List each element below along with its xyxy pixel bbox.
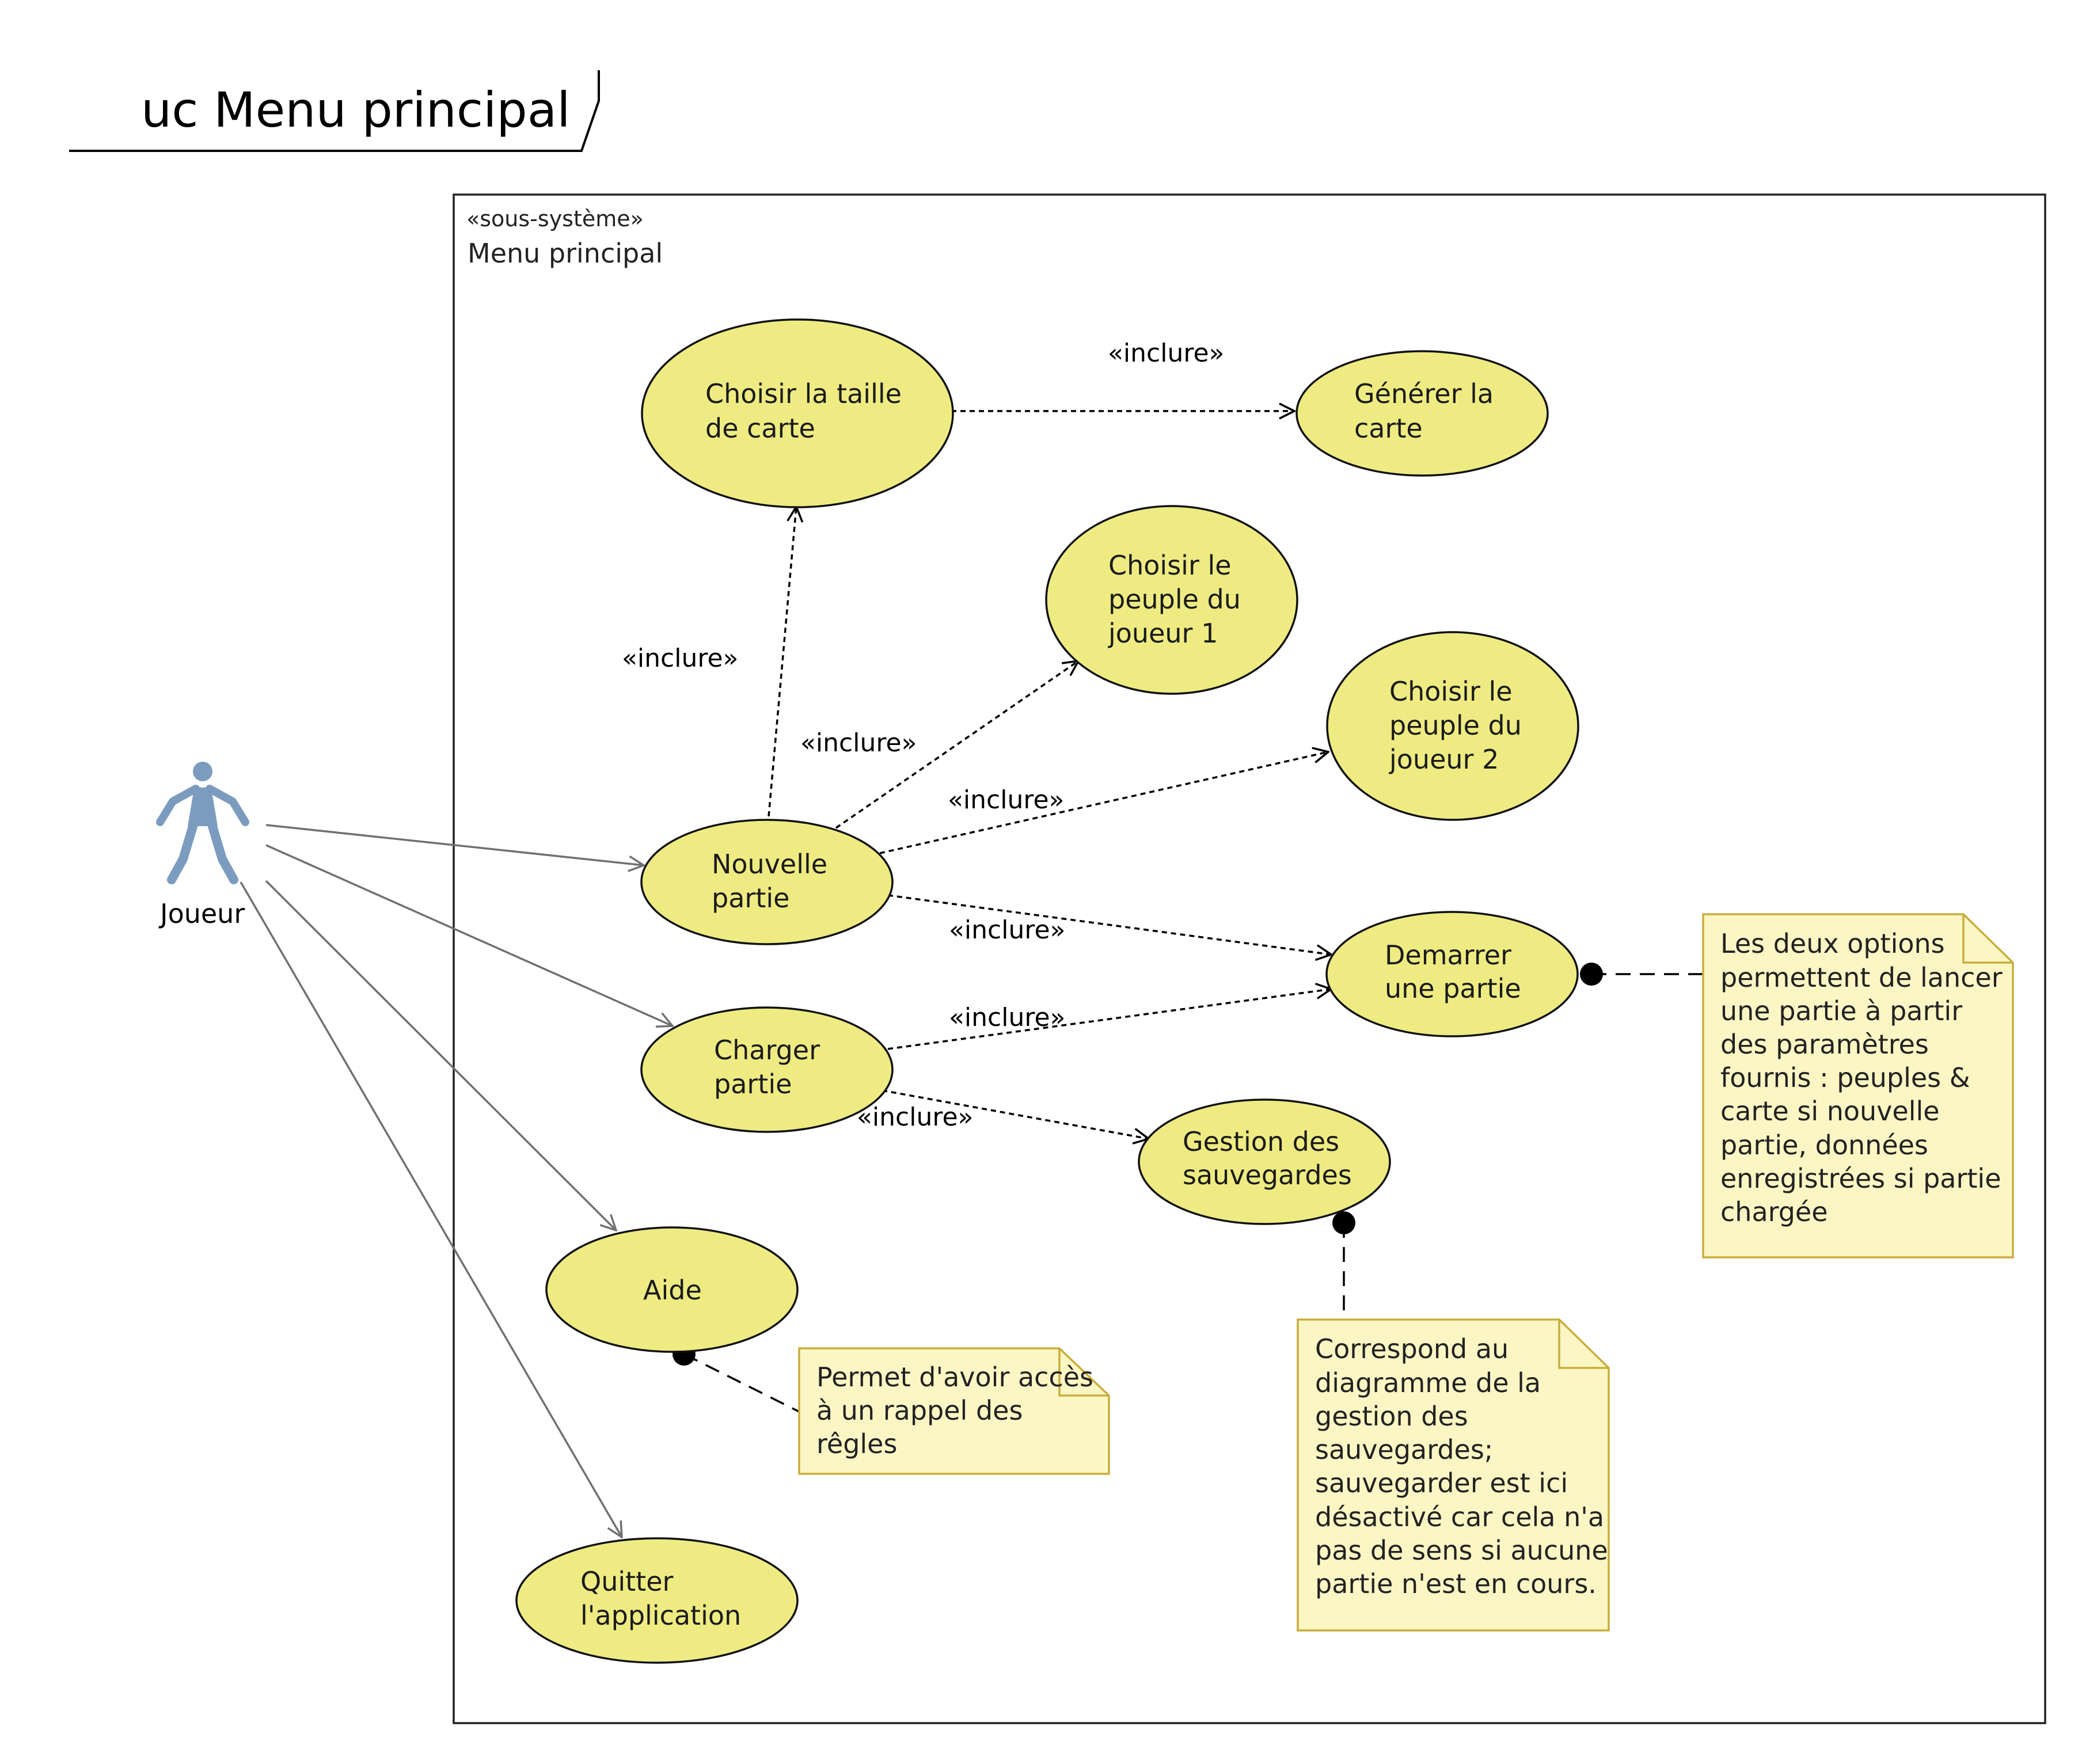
include-label: «inclure» (948, 785, 1064, 815)
use-case-choisir-peuple-joueur-2[interactable]: Choisir le peuple du joueur 2 (1326, 631, 1579, 821)
note-line: sauvegardes; (1315, 1434, 1493, 1465)
note-anchor-dot (1332, 1211, 1355, 1234)
note-line: rêgles (816, 1428, 897, 1459)
actor-joueur[interactable]: Joueur (156, 762, 249, 929)
use-case-label: Charger (714, 1035, 820, 1066)
use-case-demarrer-partie[interactable]: Demarrer une partie (1325, 911, 1579, 1037)
use-case-label: Nouvelle (712, 849, 827, 880)
use-case-label: joueur 2 (1389, 744, 1499, 775)
note-sauvegardes[interactable]: Correspond au diagramme de la gestion de… (1297, 1318, 1610, 1632)
use-case-label: peuple du (1108, 584, 1241, 615)
association-nouvelle-partie (265, 824, 644, 865)
note-line: partie, données (1720, 1130, 1928, 1161)
include-label: «inclure» (857, 1102, 973, 1132)
note-anchor-dot (1580, 963, 1603, 986)
use-case-label: Choisir la taille (705, 378, 902, 409)
include-label: «inclure» (949, 1003, 1065, 1032)
use-case-label: sauvegardes (1183, 1159, 1352, 1191)
note-line: carte si nouvelle (1720, 1096, 1940, 1127)
use-case-label: Quitter (580, 1566, 674, 1597)
frame-title: uc Menu principal (141, 82, 571, 138)
note-aide[interactable]: Permet d'avoir accès à un rappel des rêg… (798, 1347, 1110, 1475)
use-case-choisir-peuple-joueur-1[interactable]: Choisir le peuple du joueur 1 (1045, 505, 1298, 695)
include-label: «inclure» (622, 644, 738, 673)
include-arrow-peuple-j1 (835, 661, 1078, 829)
include-label: «inclure» (949, 915, 1065, 945)
include-arrow-choisir-taille (768, 507, 796, 817)
association-aide (265, 880, 616, 1230)
include-label: «inclure» (800, 728, 917, 758)
note-line: à un rappel des (816, 1395, 1023, 1426)
use-case-choisir-taille-carte[interactable]: Choisir la taille de carte (641, 318, 954, 508)
note-line: permettent de lancer (1720, 962, 2003, 993)
use-case-gestion-sauvegardes[interactable]: Gestion des sauvegardes (1138, 1098, 1391, 1225)
actor-stick-figure-icon (156, 762, 249, 884)
actor-name: Joueur (158, 898, 245, 929)
subsystem-stereotype: «sous-système» (466, 206, 644, 231)
include-labels: «inclure» «inclure» «inclure» «inclure» … (622, 339, 1224, 1132)
use-case-label: Gestion des (1183, 1126, 1339, 1157)
note-line: Correspond au (1315, 1333, 1509, 1364)
subsystem-boundary: «sous-système» Menu principal (453, 193, 2046, 1724)
note-line: gestion des (1315, 1401, 1468, 1432)
use-case-label: l'application (580, 1600, 741, 1631)
use-case-label: Générer la (1354, 378, 1494, 409)
use-case-label: Choisir le (1108, 550, 1232, 581)
note-line: enregistrées si partie (1720, 1163, 2001, 1194)
note-line: partie n'est en cours. (1315, 1568, 1597, 1599)
use-case-label: partie (714, 1069, 792, 1100)
use-case-label: partie (712, 883, 789, 914)
note-line: désactivé car cela n'a (1315, 1501, 1604, 1533)
include-arrow-peuple-j2 (879, 752, 1328, 854)
use-case-label: une partie (1385, 973, 1521, 1004)
use-case-quitter-application[interactable]: Quitter l'application (515, 1537, 799, 1664)
note-line: des paramètres (1720, 1029, 1929, 1060)
use-case-label: peuple du (1389, 710, 1522, 741)
note-line: pas de sens si aucune (1315, 1535, 1608, 1566)
include-arrow-demarrer-cp (887, 989, 1331, 1050)
note-line: Permet d'avoir accès (816, 1362, 1093, 1393)
include-dependencies (768, 411, 1331, 1139)
frame-title-tab: uc Menu principal (69, 70, 600, 152)
association-charger-partie (265, 844, 673, 1026)
use-cases: Choisir la taille de carte Générer la ca… (515, 318, 1579, 1664)
use-case-label: Aide (643, 1275, 702, 1306)
use-case-aide[interactable]: Aide (545, 1226, 799, 1353)
use-case-label: carte (1354, 413, 1423, 444)
include-label: «inclure» (1108, 339, 1224, 368)
association-quitter (240, 881, 622, 1537)
use-case-nouvelle-partie[interactable]: Nouvelle partie (640, 819, 894, 945)
associations (240, 824, 673, 1537)
include-arrow-demarrer-np (887, 894, 1331, 955)
note-connector-aide (683, 1353, 800, 1413)
use-case-generer-carte[interactable]: Générer la carte (1295, 350, 1549, 477)
use-case-label: Choisir le (1389, 676, 1513, 707)
note-options[interactable]: Les deux options permettent de lancer un… (1702, 913, 2014, 1259)
note-line: Les deux options (1720, 928, 1945, 959)
note-line: fournis : peuples & (1720, 1062, 1970, 1093)
note-line: chargée (1720, 1196, 1828, 1227)
use-case-label: de carte (705, 413, 815, 444)
subsystem-name: Menu principal (468, 238, 663, 269)
note-line: une partie à partir (1720, 995, 1962, 1027)
note-line: diagramme de la (1315, 1367, 1541, 1398)
include-arrow-gestion (882, 1089, 1149, 1139)
note-line: sauvegarder est ici (1315, 1468, 1568, 1499)
use-case-label: Demarrer (1385, 940, 1511, 971)
use-case-charger-partie[interactable]: Charger partie (640, 1006, 894, 1133)
use-case-label: joueur 1 (1108, 618, 1218, 649)
